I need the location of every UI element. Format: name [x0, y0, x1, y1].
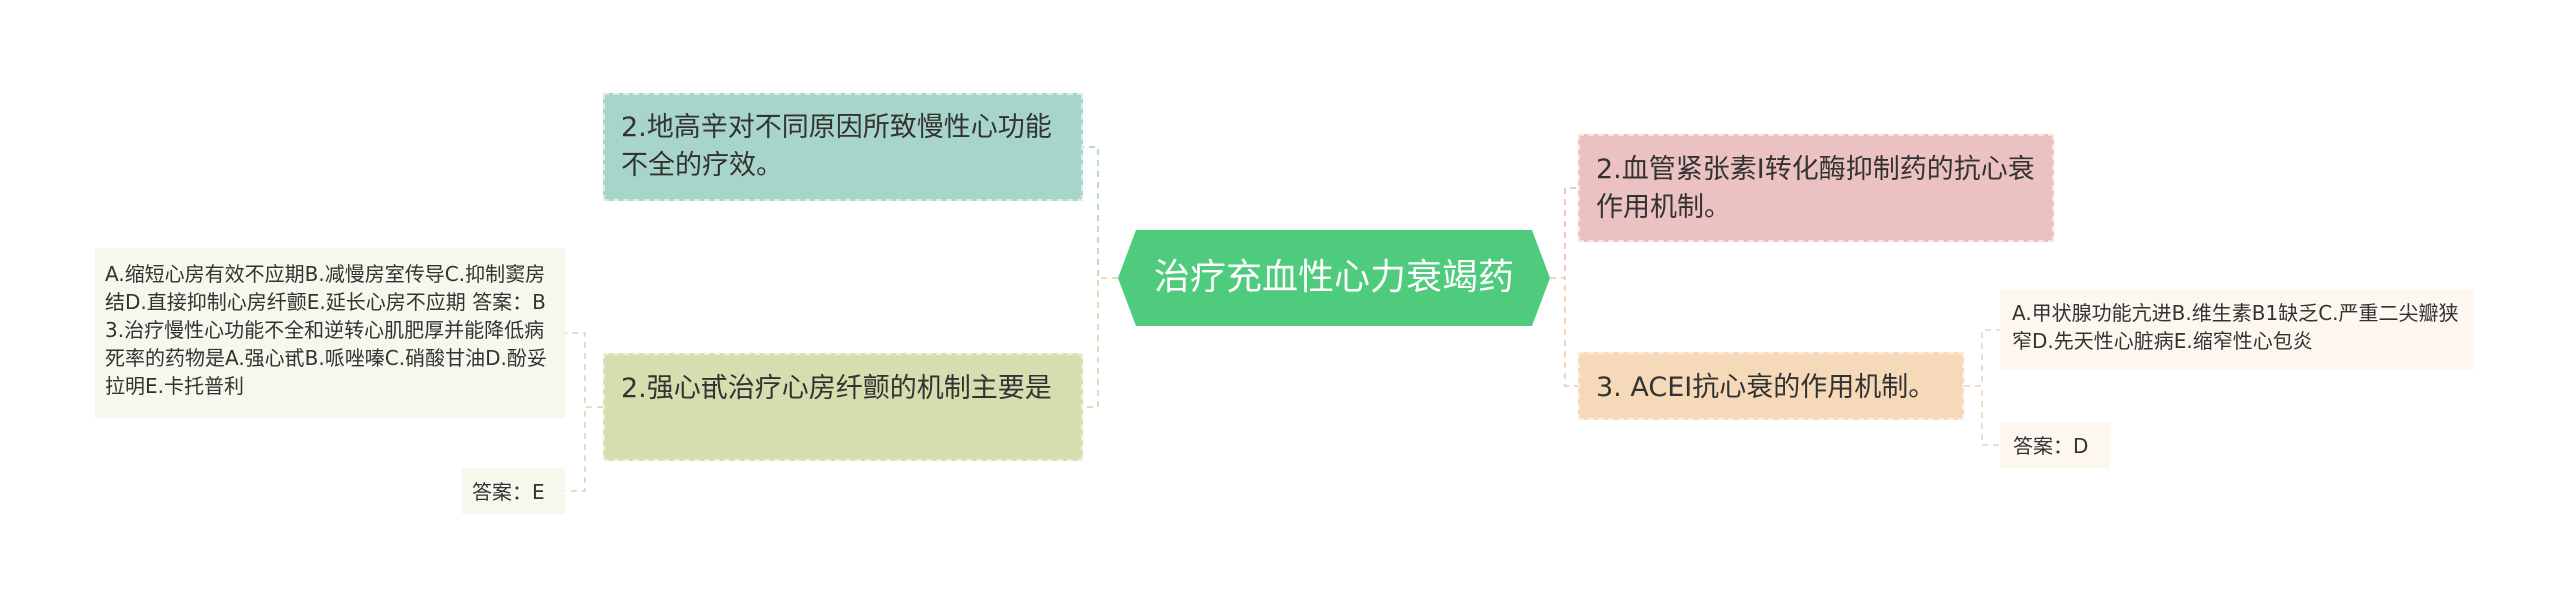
- detail-node-right-options[interactable]: A.甲状腺功能亢进B.维生素B1缺乏C.严重二尖瓣狭窄D.先天性心脏病E.缩窄性…: [2000, 290, 2474, 370]
- connector-central-cardiac: [1083, 277, 1118, 408]
- connector-central-digoxin: [1083, 146, 1118, 279]
- detail-node-left-answer[interactable]: 答案：E: [462, 468, 565, 514]
- connector-central-acei: [1550, 277, 1578, 387]
- branch-node-cardiac-glycoside[interactable]: 2.强心甙治疗心房纤颤的机制主要是: [603, 353, 1083, 461]
- branch-label-digoxin: 2.地高辛对不同原因所致慢性心功能不全的疗效。: [621, 112, 1052, 182]
- branch-node-acei[interactable]: 3. ACEI抗心衰的作用机制。: [1578, 352, 1964, 420]
- detail-label-right-options: A.甲状腺功能亢进B.维生素B1缺乏C.严重二尖瓣狭窄D.先天性心脏病E.缩窄性…: [2012, 301, 2459, 353]
- detail-label-right-answer: 答案：D: [2013, 434, 2089, 458]
- connector-acei-answer: [1964, 385, 2000, 446]
- connector-acei-options: [1964, 329, 2000, 387]
- branch-node-ace-inhibitor[interactable]: 2.血管紧张素Ⅰ转化酶抑制药的抗心衰作用机制。: [1578, 134, 2054, 242]
- central-hexagon-shape: [1118, 230, 1550, 326]
- detail-node-left-options[interactable]: A.缩短心房有效不应期B.减慢房室传导C.抑制窦房结D.直接抑制心房纤颤E.延长…: [95, 248, 565, 418]
- detail-label-left-answer: 答案：E: [472, 480, 545, 504]
- connector-cardiac-options: [565, 332, 603, 408]
- branch-label-ace-inhibitor: 2.血管紧张素Ⅰ转化酶抑制药的抗心衰作用机制。: [1596, 154, 2035, 224]
- central-topic-node[interactable]: 治疗充血性心力衰竭药: [1118, 230, 1550, 326]
- detail-node-right-answer[interactable]: 答案：D: [2000, 422, 2110, 468]
- connector-central-ace: [1550, 187, 1578, 279]
- branch-label-cardiac-glycoside: 2.强心甙治疗心房纤颤的机制主要是: [621, 373, 1052, 404]
- branch-node-digoxin[interactable]: 2.地高辛对不同原因所致慢性心功能不全的疗效。: [603, 93, 1083, 201]
- detail-label-left-options: A.缩短心房有效不应期B.减慢房室传导C.抑制窦房结D.直接抑制心房纤颤E.延长…: [105, 262, 547, 398]
- branch-label-acei: 3. ACEI抗心衰的作用机制。: [1596, 372, 1936, 403]
- connector-cardiac-answer: [565, 406, 603, 492]
- central-topic-label: 治疗充血性心力衰竭药: [1153, 257, 1514, 299]
